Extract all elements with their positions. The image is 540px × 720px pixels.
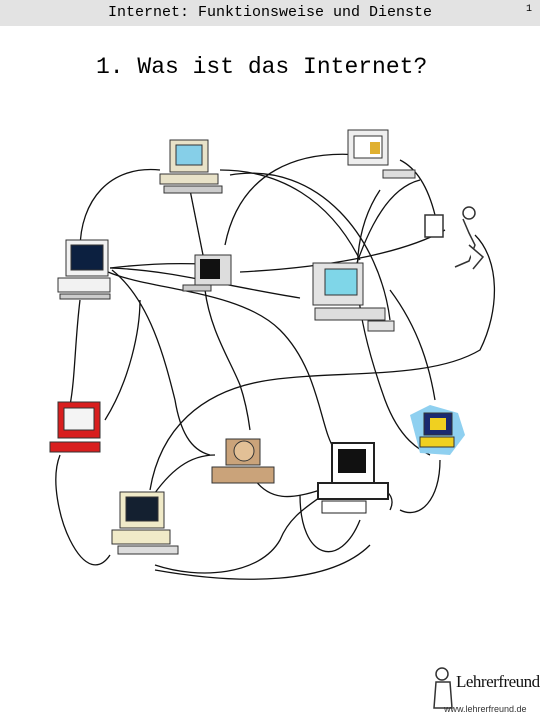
computer-icon — [49, 401, 101, 453]
person-icon — [433, 667, 453, 709]
person-icon — [424, 206, 485, 270]
computer-icon — [159, 139, 223, 194]
computer-icon — [111, 491, 179, 555]
computer-icon — [182, 254, 232, 292]
header-bar — [0, 0, 540, 26]
computer-icon — [57, 239, 111, 300]
computer-icon — [312, 262, 395, 332]
page-number: 1 — [525, 4, 532, 15]
page-title: 1. Was ist das Internet? — [96, 54, 428, 80]
logo: Lehrerfreund www.lehrerfreund.de — [430, 660, 540, 720]
network-connections — [55, 153, 496, 580]
computer-icon — [317, 442, 389, 514]
logo-url: www.lehrerfreund.de — [444, 704, 527, 714]
computer-icon — [211, 438, 275, 484]
logo-title: Lehrerfreund — [456, 672, 540, 691]
computer-icon — [347, 129, 416, 179]
computer-icon — [410, 405, 465, 455]
header-title: Internet: Funktionsweise und Dienste — [107, 4, 433, 21]
